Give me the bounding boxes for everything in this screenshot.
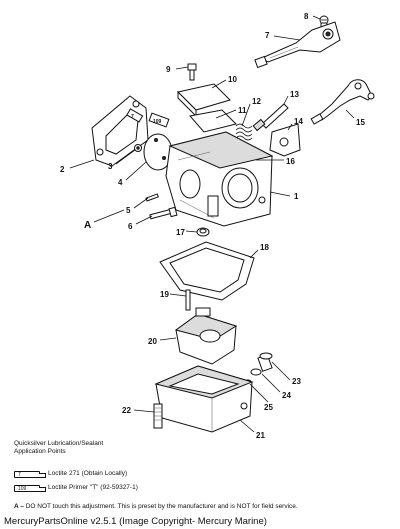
part-3-washer <box>134 144 142 152</box>
callout-4: 4 <box>118 178 123 187</box>
callout-15: 15 <box>356 118 365 127</box>
callout-19: 19 <box>160 290 169 299</box>
legend-item1-text: Loctite 271 (Obtain Locally) <box>48 470 128 477</box>
callout-25: 25 <box>264 403 273 412</box>
legend-item1-code: 7 <box>18 471 21 478</box>
part-12-spring <box>235 123 253 141</box>
note-text: DO NOT touch this adjustment. This is pr… <box>25 503 298 510</box>
part-7-throttle-arm <box>254 21 341 69</box>
legend-item2-text: Loctite Primer "T" (92-59327-1) <box>48 484 138 491</box>
part-11-gasket <box>189 109 237 133</box>
callout-1: 1 <box>294 192 299 201</box>
callout-24: 24 <box>282 391 291 400</box>
callout-20: 20 <box>148 337 157 346</box>
part-13-needle <box>252 103 289 132</box>
callout-10: 10 <box>228 75 237 84</box>
part-1-carburetor-body <box>165 131 274 227</box>
callout-16: 16 <box>286 157 295 166</box>
callout-13: 13 <box>290 90 299 99</box>
part-24-washer <box>250 368 262 376</box>
legend-title-line1: Quicksilver Lubrication/Sealant <box>14 440 104 447</box>
part-5-screw <box>145 193 159 202</box>
part-17-plug <box>196 227 210 237</box>
callout-22: 22 <box>122 406 131 415</box>
legend-item-loctite-primer: 109 Loctite Primer "T" (92-59327-1) <box>14 482 138 494</box>
carburetor-exploded-diagram: 7 109 <box>60 12 375 440</box>
adjustment-note: A – DO NOT touch this adjustment. This i… <box>14 503 400 510</box>
part-10-cover-plate <box>177 83 231 118</box>
part-19-pin <box>185 289 191 311</box>
part-4-diaphragm <box>143 133 173 171</box>
callout-17: 17 <box>176 228 185 237</box>
callout-18: 18 <box>260 243 269 252</box>
tube-109-label: 109 <box>153 119 162 125</box>
part-22-drain-screw <box>153 403 163 429</box>
part-21-float-bowl <box>154 365 254 433</box>
part-23-needle-valve <box>257 352 273 372</box>
part-15-link-rod <box>310 79 375 125</box>
callout-21: 21 <box>256 431 265 440</box>
tube-7-label: 7 <box>131 114 134 120</box>
callout-3: 3 <box>108 162 113 171</box>
sealant-tube-109: 109 <box>148 112 170 128</box>
callout-2: 2 <box>60 165 65 174</box>
callout-7: 7 <box>265 31 270 40</box>
callout-23: 23 <box>292 377 301 386</box>
callout-9: 9 <box>166 65 171 74</box>
callout-14: 14 <box>294 117 303 126</box>
legend-item-loctite-271: 7 Loctite 271 (Obtain Locally) <box>14 468 127 480</box>
callout-8: 8 <box>304 12 309 21</box>
part-20-float <box>174 307 238 365</box>
part-2-flange-gasket <box>91 95 149 167</box>
legend-item2-code: 109 <box>18 485 27 492</box>
callout-6: 6 <box>128 222 133 231</box>
part-6-adjustment-screw <box>149 206 178 220</box>
callout-labels: 8 7 9 10 11 12 13 14 15 16 1 2 3 4 5 A 6… <box>60 12 365 440</box>
tube-icon: 7 <box>14 470 46 478</box>
callout-A: A <box>84 220 91 231</box>
callout-11: 11 <box>238 106 247 115</box>
note-marker: A – <box>14 503 24 510</box>
part-18-bowl-gasket <box>159 241 255 301</box>
leader-lines <box>69 15 355 433</box>
callout-12: 12 <box>252 97 261 106</box>
copyright-footer: MercuryPartsOnline v2.5.1 (Image Copyrig… <box>4 516 267 527</box>
sealant-tube-7: 7 <box>126 108 144 123</box>
part-14-bracket <box>269 123 301 157</box>
callout-5: 5 <box>126 206 131 215</box>
legend-title-line2: Application Points <box>14 448 66 455</box>
part-9-screw <box>187 63 197 81</box>
tube-icon: 109 <box>14 484 46 492</box>
